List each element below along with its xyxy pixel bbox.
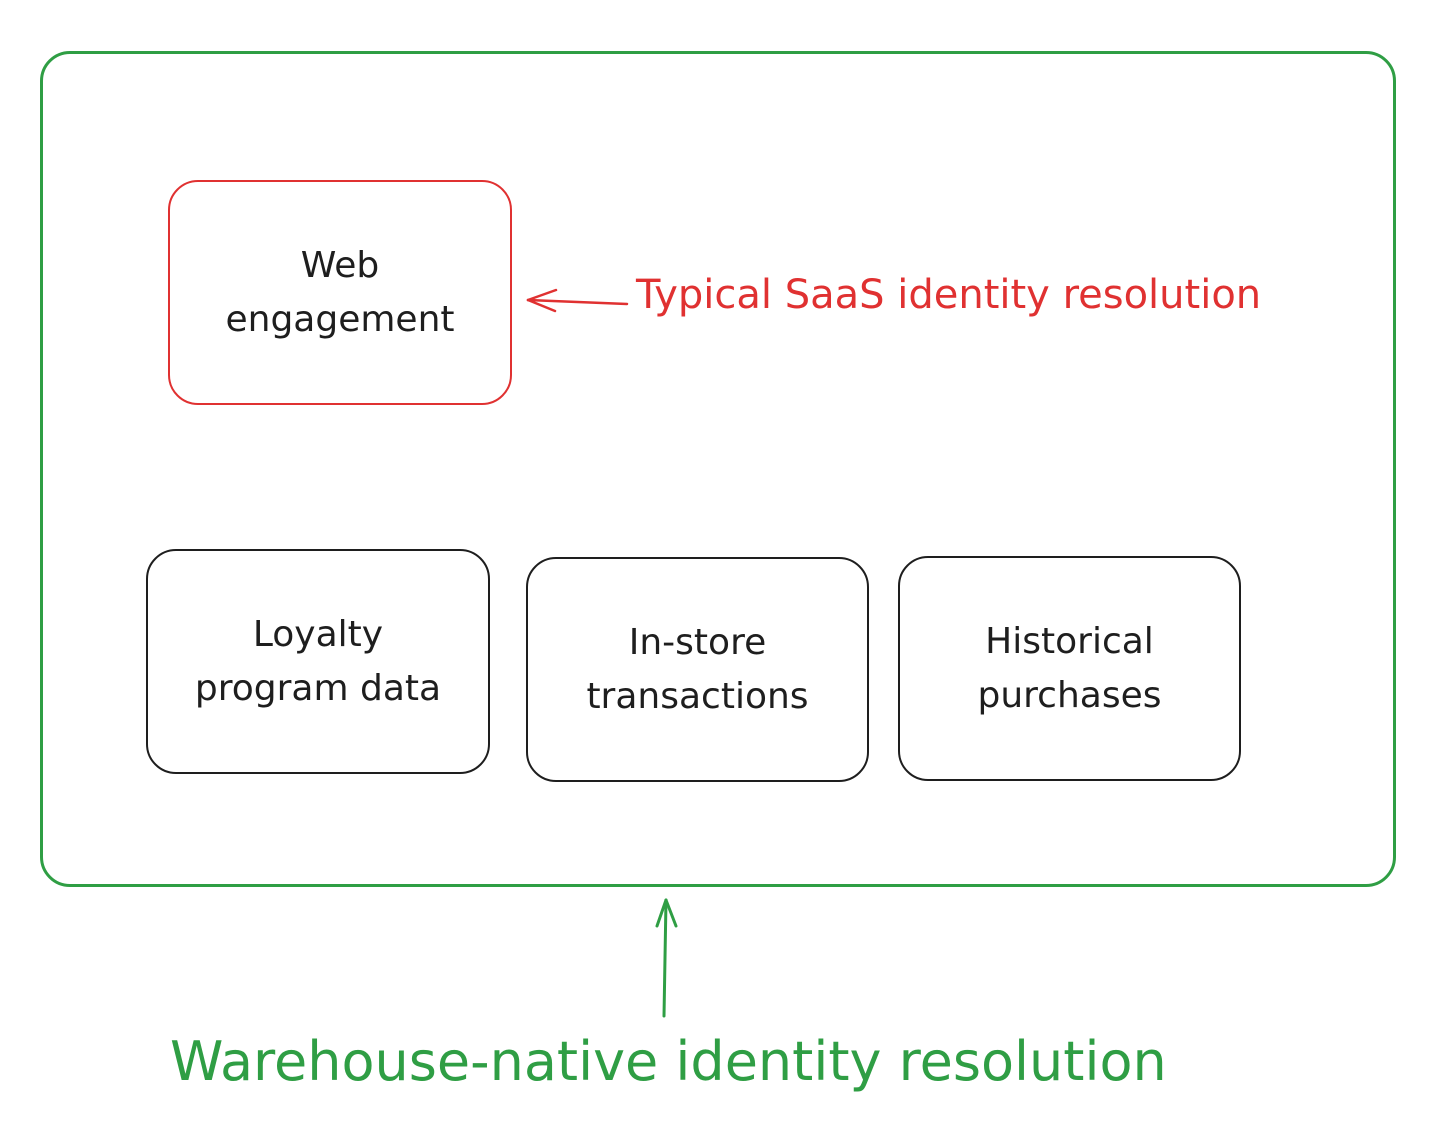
web-engagement-node: Web engagement — [168, 180, 512, 405]
instore-transactions-label: In-store transactions — [586, 621, 809, 717]
instore-transactions-node: In-store transactions — [526, 557, 869, 782]
historical-purchases-label: Historical purchases — [977, 620, 1162, 716]
historical-purchases-node: Historical purchases — [898, 556, 1241, 781]
loyalty-program-label: Loyalty program data — [194, 613, 442, 709]
web-engagement-label: Web engagement — [225, 244, 455, 340]
saas-identity-label: Typical SaaS identity resolution — [636, 272, 1262, 318]
loyalty-program-node: Loyalty program data — [146, 549, 490, 774]
warehouse-arrow — [655, 898, 678, 1018]
warehouse-scope-box — [40, 51, 1396, 887]
warehouse-identity-label: Warehouse-native identity resolution — [170, 1030, 1167, 1093]
